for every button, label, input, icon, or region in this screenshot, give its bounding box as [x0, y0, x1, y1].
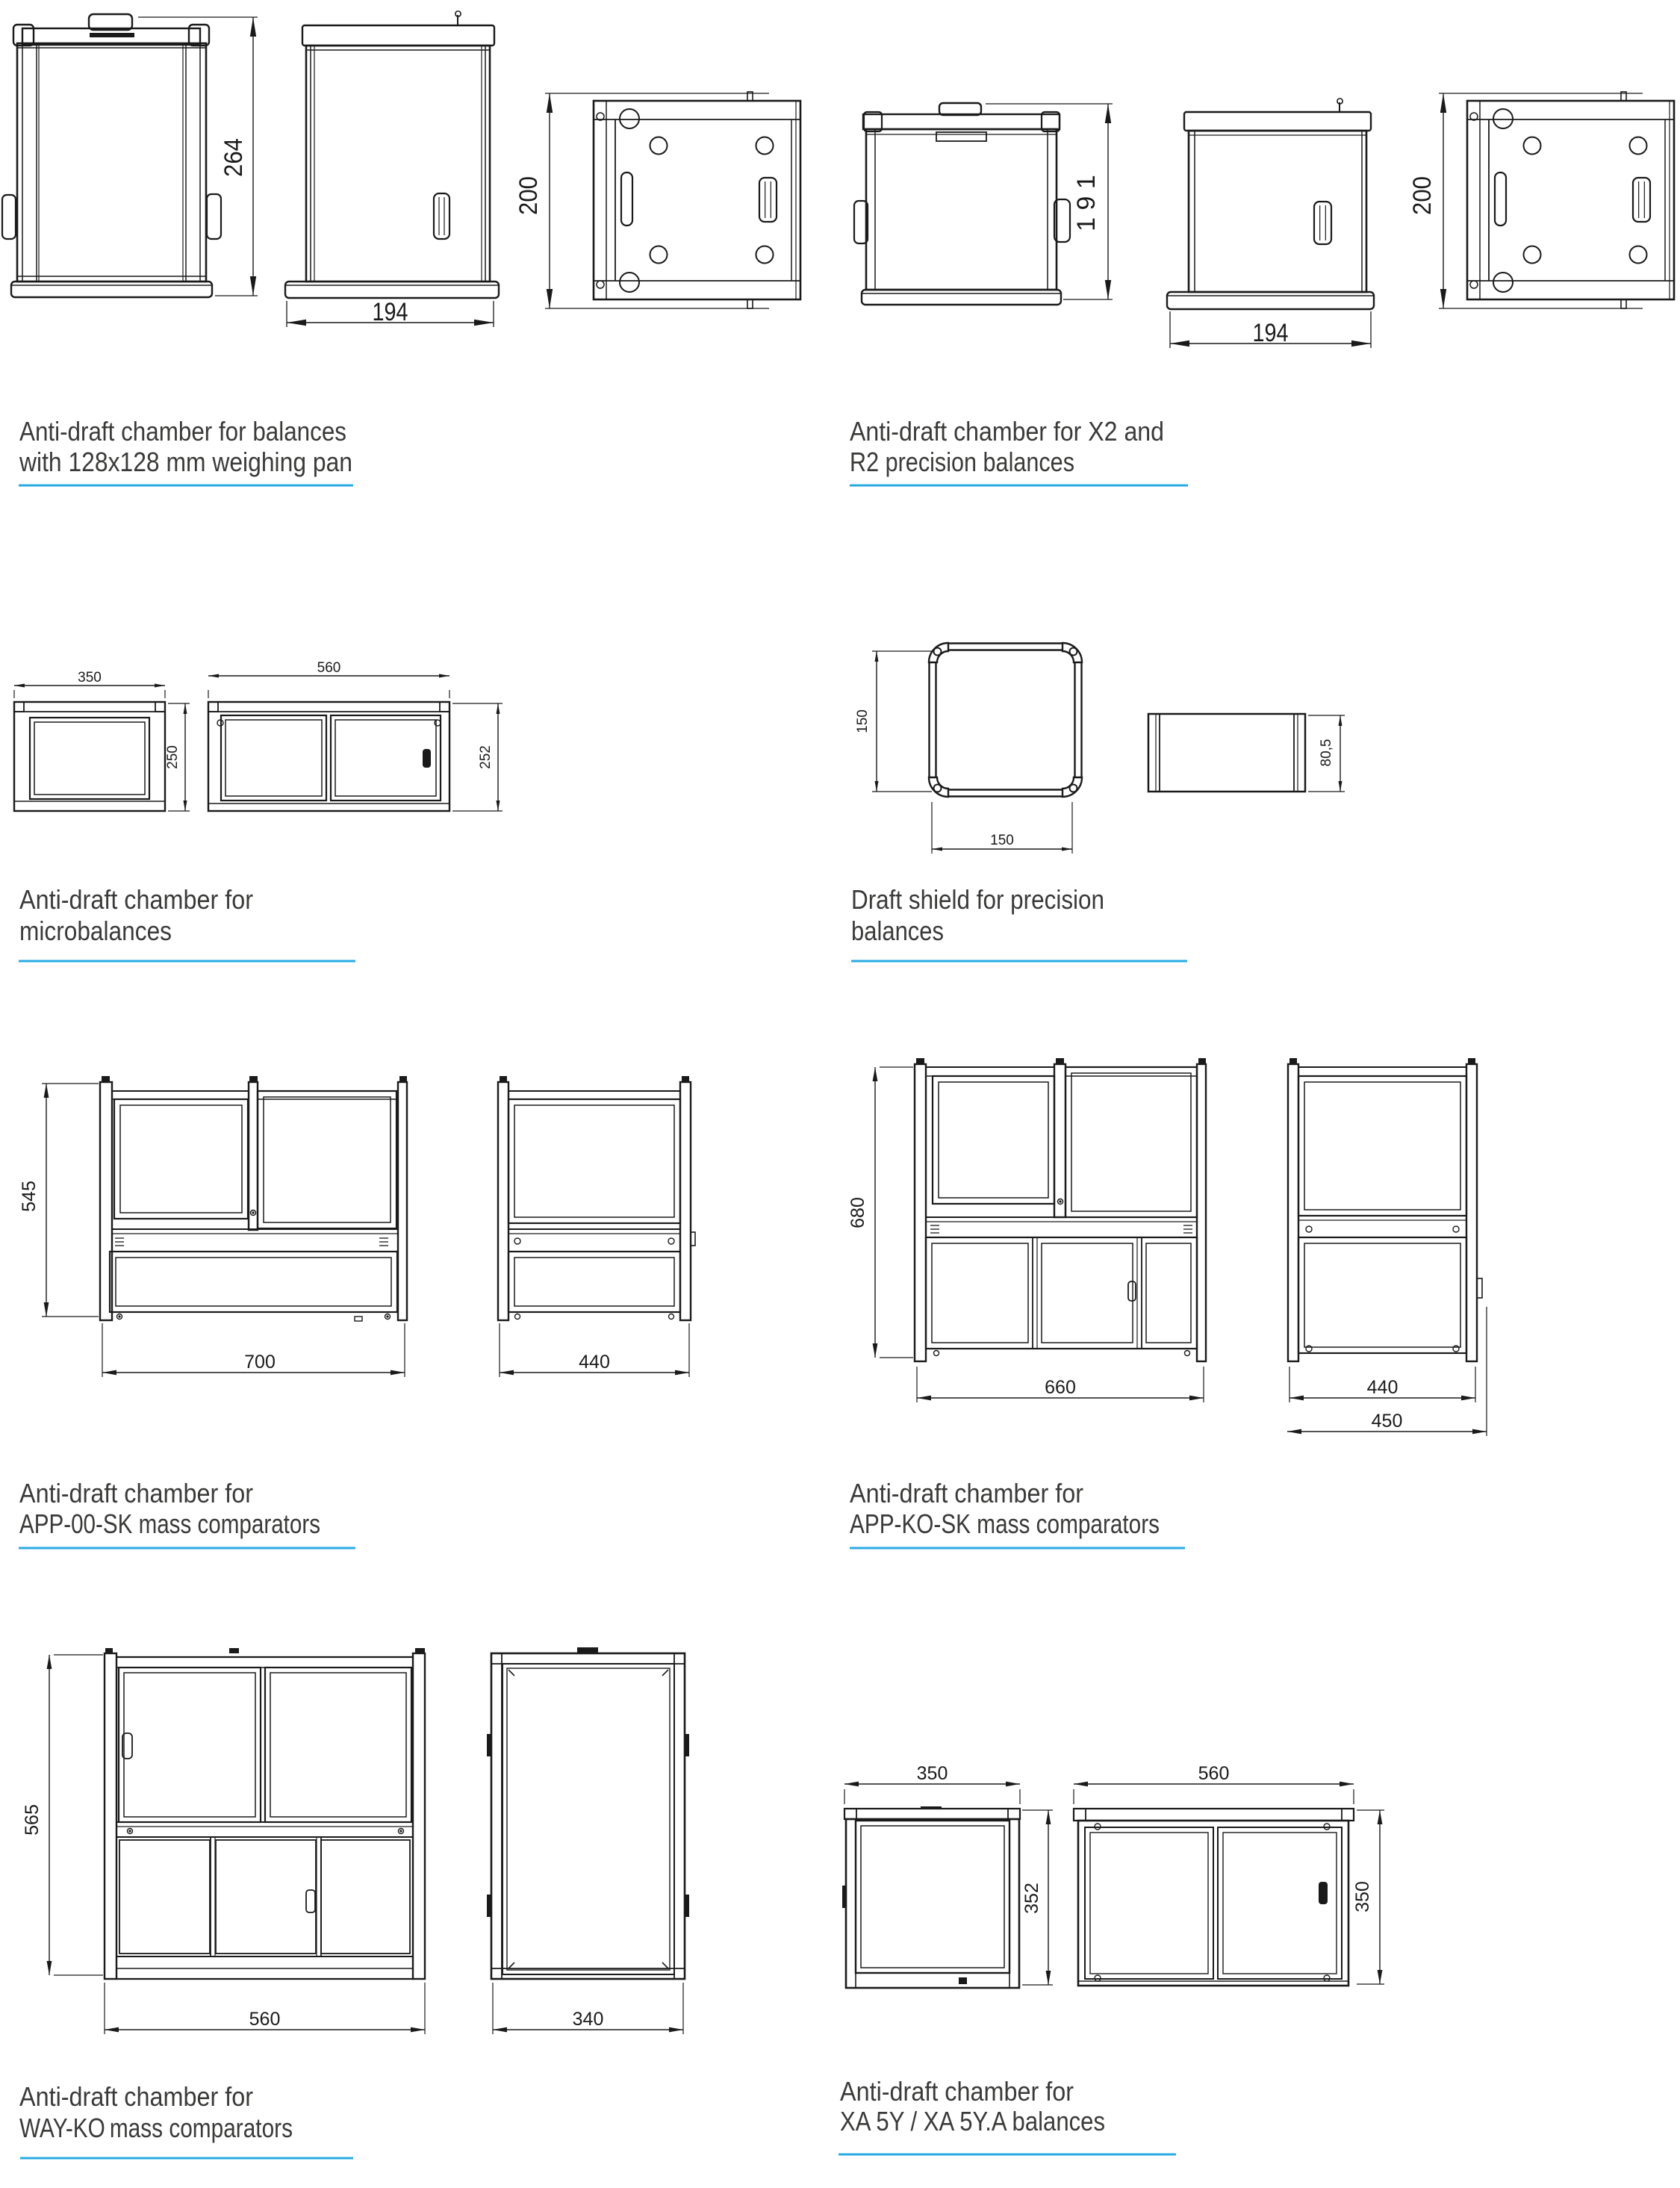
svg-text:545: 545: [19, 1181, 40, 1212]
svg-text:with 128x128 mm weighing pan: with 128x128 mm weighing pan: [19, 447, 352, 477]
svg-text:Anti-draft chamber for: Anti-draft chamber for: [840, 2076, 1074, 2107]
svg-text:560: 560: [249, 2009, 281, 2030]
svg-text:XA 5Y / XA 5Y.A balances: XA 5Y / XA 5Y.A balances: [840, 2106, 1105, 2136]
svg-text:194: 194: [1253, 319, 1289, 347]
svg-text:Anti-draft chamber for: Anti-draft chamber for: [850, 1478, 1083, 1508]
svg-text:150: 150: [855, 709, 871, 733]
svg-text:350: 350: [917, 1763, 948, 1784]
svg-text:Anti-draft chamber for: Anti-draft chamber for: [19, 2081, 253, 2112]
svg-text:340: 340: [573, 2009, 604, 2030]
svg-text:microbalances: microbalances: [19, 916, 172, 946]
svg-text:352: 352: [1021, 1883, 1042, 1914]
svg-text:252: 252: [478, 745, 494, 769]
svg-text:200: 200: [514, 176, 543, 215]
svg-text:200: 200: [1408, 176, 1437, 215]
svg-text:1 9 1: 1 9 1: [1072, 175, 1101, 231]
svg-text:565: 565: [22, 1804, 43, 1836]
svg-text:450: 450: [1372, 1411, 1403, 1432]
svg-text:150: 150: [990, 833, 1014, 848]
svg-text:660: 660: [1045, 1377, 1076, 1398]
svg-text:Draft shield for precision: Draft shield for precision: [851, 884, 1104, 915]
svg-text:R2 precision balances: R2 precision balances: [850, 447, 1074, 477]
svg-text:80,5: 80,5: [1319, 739, 1334, 767]
svg-text:700: 700: [244, 1352, 276, 1373]
svg-text:440: 440: [579, 1352, 610, 1373]
svg-text:Anti-draft chamber for: Anti-draft chamber for: [19, 1478, 253, 1508]
svg-text:WAY-KO mass comparators: WAY-KO mass comparators: [19, 2113, 293, 2143]
svg-text:APP-KO-SK mass comparators: APP-KO-SK mass comparators: [850, 1508, 1160, 1539]
svg-text:194: 194: [373, 298, 408, 326]
svg-text:440: 440: [1367, 1377, 1399, 1398]
svg-text:560: 560: [1198, 1763, 1230, 1784]
svg-text:Anti-draft chamber for X2 and: Anti-draft chamber for X2 and: [850, 416, 1164, 447]
svg-text:350: 350: [1352, 1881, 1373, 1912]
svg-text:250: 250: [165, 745, 181, 769]
svg-text:560: 560: [317, 660, 341, 676]
svg-text:680: 680: [847, 1197, 868, 1228]
svg-text:264: 264: [220, 138, 248, 177]
svg-text:balances: balances: [851, 916, 944, 946]
svg-text:Anti-draft chamber for balance: Anti-draft chamber for balances: [19, 416, 346, 447]
svg-text:Anti-draft chamber for: Anti-draft chamber for: [19, 884, 253, 915]
svg-text:APP-00-SK mass comparators: APP-00-SK mass comparators: [19, 1508, 320, 1539]
svg-text:350: 350: [78, 670, 102, 686]
